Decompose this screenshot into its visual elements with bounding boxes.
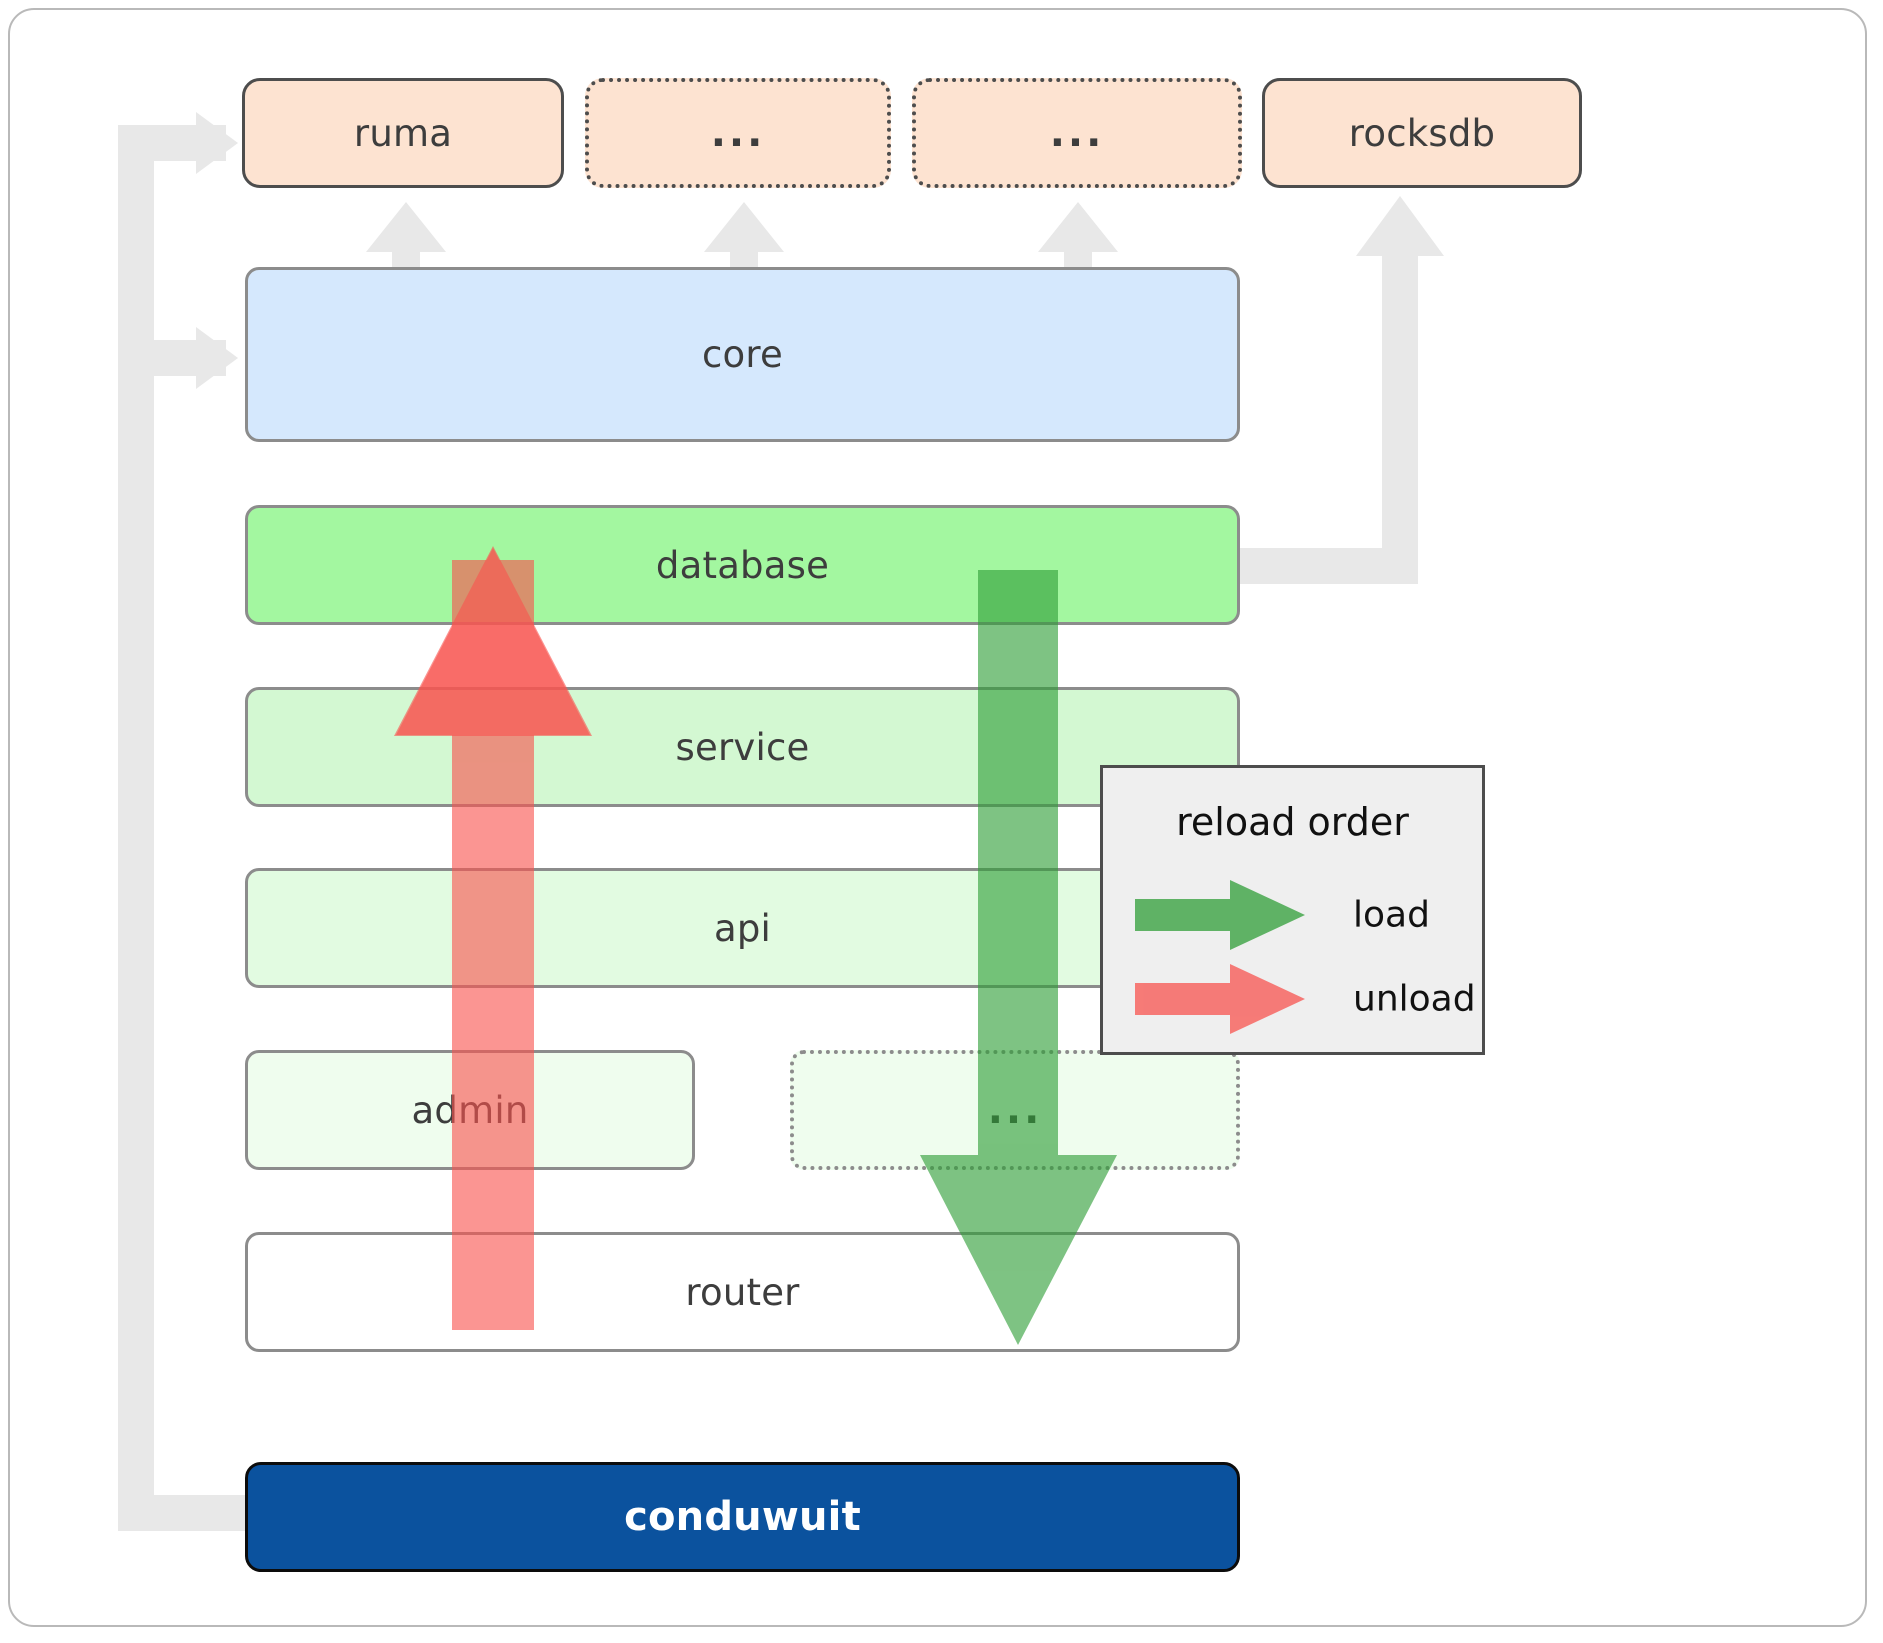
dep-node-placeholder-1[interactable]: ... xyxy=(585,78,891,188)
dep-label: ruma xyxy=(353,111,453,155)
legend-title: reload order xyxy=(1176,800,1409,844)
layer-placeholder[interactable]: ... xyxy=(790,1050,1240,1170)
legend-row-load: load xyxy=(1103,876,1482,954)
layer-label: database xyxy=(655,543,830,587)
layer-service[interactable]: service xyxy=(245,687,1240,807)
layer-label: router xyxy=(685,1270,800,1314)
dep-node-placeholder-2[interactable]: ... xyxy=(912,78,1242,188)
binary-label: conduwuit xyxy=(624,1494,861,1540)
dep-label: ... xyxy=(710,110,766,156)
layer-label: core xyxy=(702,333,783,376)
binary-conduwuit[interactable]: conduwuit xyxy=(245,1462,1240,1572)
layer-label: ... xyxy=(987,1087,1043,1133)
layer-router[interactable]: router xyxy=(245,1232,1240,1352)
layer-label: service xyxy=(675,725,810,769)
legend-load-label: load xyxy=(1353,894,1430,936)
layer-label: api xyxy=(713,906,772,950)
legend-unload-label: unload xyxy=(1353,978,1476,1020)
dep-label: rocksdb xyxy=(1348,111,1496,155)
legend-row-unload: unload xyxy=(1103,960,1482,1038)
legend-reload-order: reload order load unload xyxy=(1100,765,1485,1055)
layer-label: admin xyxy=(411,1088,529,1132)
legend-load-arrow-icon xyxy=(1135,880,1305,950)
dep-node-rocksdb[interactable]: rocksdb xyxy=(1262,78,1582,188)
layer-database[interactable]: database xyxy=(245,505,1240,625)
diagram-frame xyxy=(8,8,1867,1627)
dep-label: ... xyxy=(1049,110,1105,156)
layer-api[interactable]: api xyxy=(245,868,1240,988)
layer-admin[interactable]: admin xyxy=(245,1050,695,1170)
dep-node-ruma[interactable]: ruma xyxy=(242,78,564,188)
layer-core[interactable]: core xyxy=(245,267,1240,442)
legend-unload-arrow-icon xyxy=(1135,964,1305,1034)
